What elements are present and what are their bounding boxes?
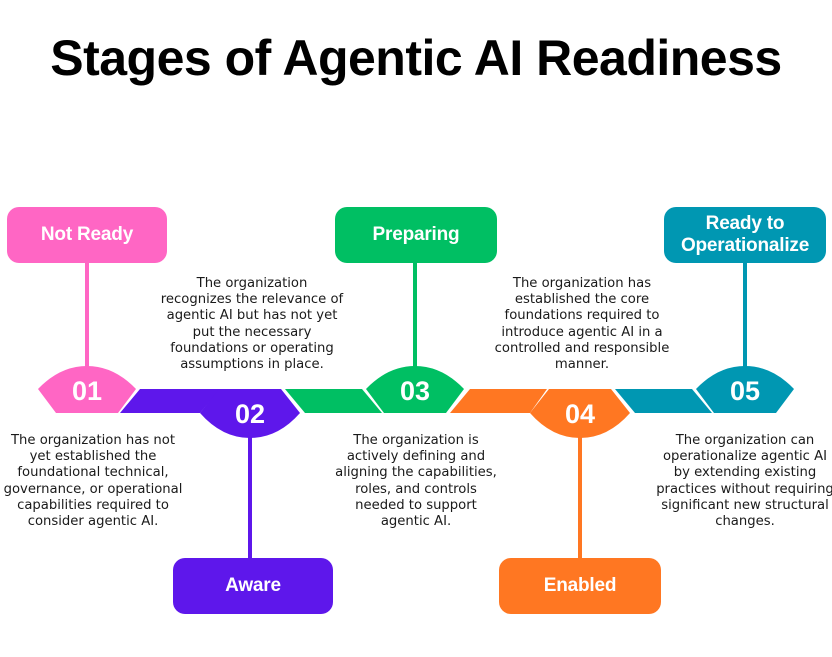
stage-description-01: The organization has not yet established… — [3, 433, 183, 530]
stem-02 — [248, 436, 252, 560]
stage-label-ready-to-operationalize: Ready to Operationalize — [664, 207, 826, 263]
stage-description-02: The organization recognizes the relevanc… — [160, 276, 344, 373]
stage-badge-02 — [200, 389, 300, 438]
connector-01-02 — [120, 389, 220, 413]
connector-03-04 — [450, 389, 547, 413]
stage-description-05: The organization can operationalize agen… — [656, 433, 832, 530]
stage-label-enabled: Enabled — [499, 558, 661, 614]
page-title: Stages of Agentic AI Readiness — [50, 30, 782, 86]
stage-badge-03 — [366, 366, 464, 413]
stage-description-03: The organization is actively defining an… — [335, 433, 497, 530]
stage-badge-05 — [696, 366, 794, 413]
stem-01 — [85, 262, 89, 368]
stage-label-preparing: Preparing — [335, 207, 497, 263]
stage-label-aware: Aware — [173, 558, 333, 614]
stage-number-04: 04 — [565, 399, 595, 429]
stage-number-01: 01 — [72, 376, 102, 406]
stem-05 — [743, 262, 747, 368]
stage-label-not-ready: Not Ready — [7, 207, 167, 263]
stage-badge-04 — [530, 389, 630, 438]
stage-badge-01 — [38, 366, 136, 413]
stage-number-02: 02 — [235, 399, 265, 429]
stage-number-05: 05 — [730, 376, 760, 406]
stage-number-03: 03 — [400, 376, 430, 406]
stem-04 — [578, 436, 582, 560]
connector-04-05 — [615, 389, 712, 413]
stage-description-04: The organization has established the cor… — [494, 276, 670, 373]
connector-02-03 — [285, 389, 382, 413]
stem-03 — [413, 262, 417, 368]
